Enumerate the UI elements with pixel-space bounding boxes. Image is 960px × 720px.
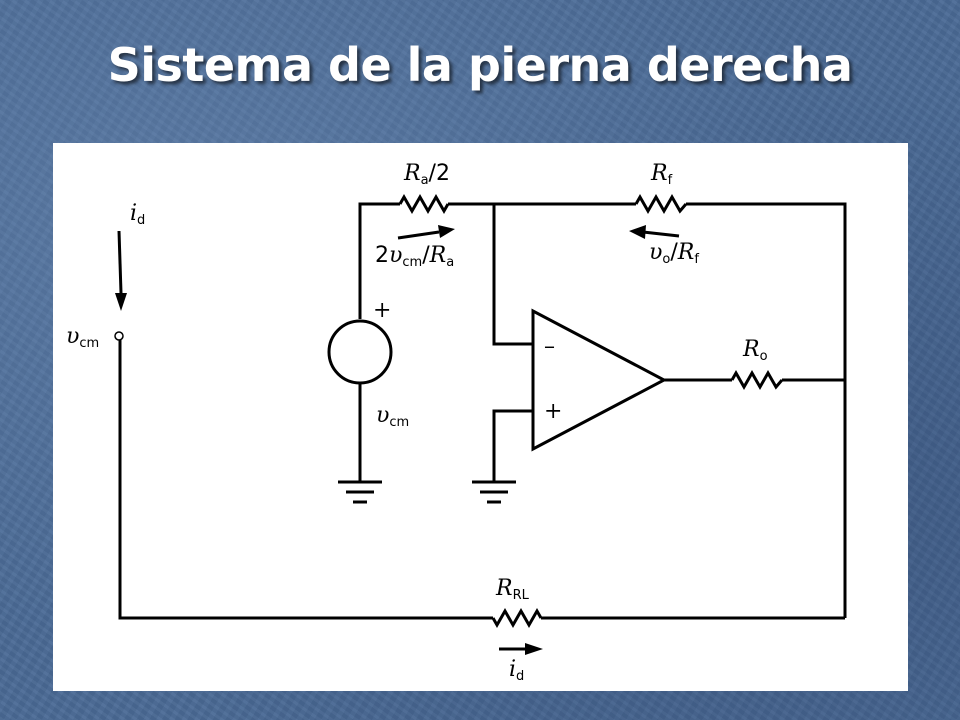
circuit-diagram: id υcm Ra/2 Rf 2υcm/Ra υo/Rf + υcm – + R… xyxy=(53,143,908,691)
arrow-ra-current-head xyxy=(438,225,455,238)
ground-symbol-opamp xyxy=(472,480,516,504)
circuit-wires xyxy=(114,193,847,655)
arrow-rf-current xyxy=(642,230,680,238)
resistor-ro xyxy=(730,369,784,391)
label-current-ra: 2υcm/Ra xyxy=(375,243,455,270)
label-inverting-minus: – xyxy=(544,334,555,359)
arrow-rf-current-head xyxy=(629,225,646,239)
arrow-id-bottom-head xyxy=(525,643,543,655)
op-amp xyxy=(531,308,668,452)
wire-noninverting-ground xyxy=(492,409,533,482)
resistor-rrl xyxy=(491,607,543,629)
wire-node-inverting xyxy=(492,204,533,346)
label-ro: Ro xyxy=(743,337,768,364)
resistor-ra2 xyxy=(398,193,450,215)
label-ra-half: Ra/2 xyxy=(404,161,450,188)
label-noninverting-plus: + xyxy=(544,399,563,424)
wire-rf-right xyxy=(686,202,847,618)
ground-symbol-source xyxy=(338,480,382,504)
label-vcm-source: υcm xyxy=(376,403,410,430)
arrow-id-top xyxy=(117,230,123,294)
arrow-id-top-head xyxy=(115,293,127,311)
label-rf: Rf xyxy=(651,161,673,188)
label-rrl: RRL xyxy=(496,576,529,603)
label-id-bottom: id xyxy=(509,657,525,684)
wire-source-top xyxy=(358,202,400,319)
label-id-top: id xyxy=(130,201,146,228)
arrow-ra-current xyxy=(397,230,440,240)
label-source-plus: + xyxy=(373,298,392,323)
resistor-rf xyxy=(634,193,688,215)
voltage-source xyxy=(327,319,393,385)
label-vcm-terminal: υcm xyxy=(66,324,100,351)
label-current-rf: υo/Rf xyxy=(649,240,699,267)
slide-title: Sistema de la pierna derecha xyxy=(107,38,853,92)
wire-rrl-left xyxy=(118,340,493,620)
body-terminal xyxy=(114,331,124,341)
